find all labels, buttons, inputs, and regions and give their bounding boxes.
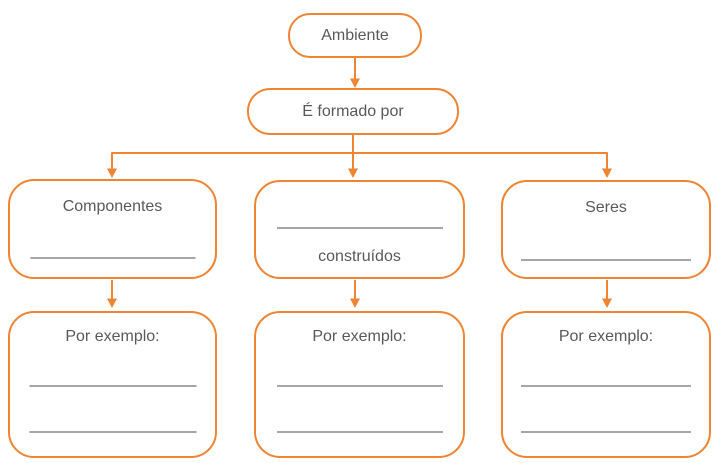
blank-line	[29, 431, 196, 433]
arrowhead-root-to-link	[350, 78, 360, 88]
node-componentes: Componentes	[8, 179, 217, 279]
arrowhead-right-example	[602, 298, 612, 308]
node-example-left: Por exemplo:	[8, 311, 217, 458]
blank-line	[29, 385, 196, 387]
node-example-right: Por exemplo:	[501, 311, 711, 458]
example-right-label: Por exemplo:	[558, 328, 654, 345]
example-left-label: Por exemplo:	[65, 328, 160, 345]
node-construidos: construídos	[254, 180, 465, 279]
blank-line	[521, 385, 691, 387]
node-construidos-label: construídos	[318, 248, 401, 265]
node-e-formado-por-label: É formado por	[302, 102, 404, 120]
arrowhead-center-example	[350, 298, 360, 308]
arrowhead-branch-center	[348, 168, 358, 178]
arrowhead-left-example	[107, 298, 117, 308]
blank-line	[30, 257, 195, 259]
blank-line	[521, 431, 691, 433]
node-example-center: Por exemplo:	[254, 311, 465, 458]
blank-line	[276, 227, 443, 229]
example-center-label: Por exemplo:	[312, 328, 407, 345]
blank-line	[276, 431, 443, 433]
blank-line	[521, 259, 691, 261]
node-seres: Seres	[501, 180, 711, 279]
arrowhead-branch-right	[602, 168, 612, 178]
connector-branch-rail	[111, 152, 608, 170]
blank-line	[276, 385, 443, 387]
arrowhead-branch-left	[107, 168, 117, 178]
node-ambiente-label: Ambiente	[321, 26, 389, 44]
node-ambiente: Ambiente	[288, 13, 422, 58]
node-componentes-label: Componentes	[62, 198, 163, 215]
node-e-formado-por: É formado por	[247, 88, 459, 135]
node-seres-label: Seres	[585, 199, 627, 216]
